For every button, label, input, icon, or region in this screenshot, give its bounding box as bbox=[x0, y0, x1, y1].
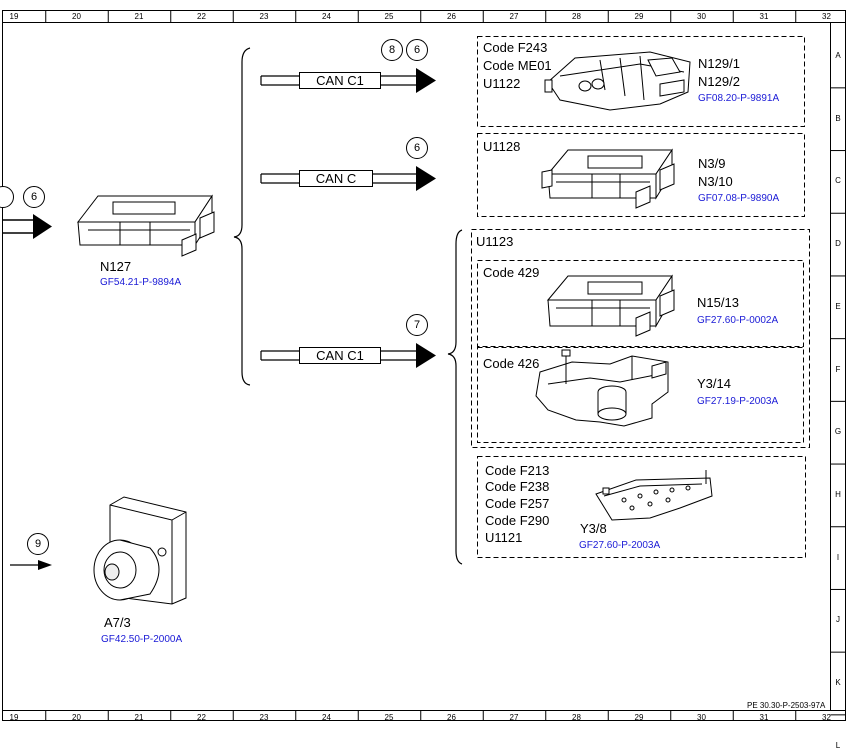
bus1-circle-b: 6 bbox=[406, 39, 428, 61]
row-letter: D bbox=[835, 239, 841, 249]
y3-14-valve-drawing bbox=[535, 349, 669, 427]
row-letter: F bbox=[835, 364, 841, 374]
a73-connector-circle: 9 bbox=[27, 533, 49, 555]
column-number-bot: 26 bbox=[447, 713, 456, 722]
column-number-bot: 32 bbox=[822, 713, 831, 722]
column-number-top: 24 bbox=[322, 12, 331, 21]
box3-sub2-ref-link[interactable]: GF27.19-P-2003A bbox=[697, 396, 779, 407]
row-letter: K bbox=[835, 678, 841, 687]
document-reference: PE 30.30-P-2503-97A bbox=[747, 701, 826, 710]
box2-part-1: N3/9 bbox=[698, 156, 726, 171]
bus3-circle: 7 bbox=[406, 314, 428, 336]
column-number-top: 28 bbox=[572, 12, 581, 21]
column-number-top: 21 bbox=[134, 12, 144, 21]
bus1-circle-a: 8 bbox=[381, 39, 403, 61]
column-number-bot: 29 bbox=[634, 713, 644, 722]
column-number-top: 20 bbox=[72, 12, 81, 21]
box4-code-4: Code F290 bbox=[485, 513, 550, 528]
column-number-bot: 31 bbox=[759, 713, 769, 722]
n127-control-unit-drawing bbox=[76, 194, 215, 257]
column-number-top: 29 bbox=[634, 12, 644, 21]
box3-sub2-part: Y3/14 bbox=[697, 376, 731, 391]
row-letter: I bbox=[836, 552, 840, 562]
column-number-bot: 20 bbox=[72, 713, 81, 722]
n127-ref-link[interactable]: GF54.21-P-9894A bbox=[100, 277, 182, 288]
box1-code-1: Code F243 bbox=[483, 40, 548, 55]
box1-code-2: Code ME01 bbox=[483, 58, 552, 73]
column-number-top: 23 bbox=[259, 12, 269, 21]
row-letter: A bbox=[835, 51, 841, 60]
box3-sub1-part: N15/13 bbox=[697, 295, 739, 310]
column-number-bot: 28 bbox=[572, 713, 581, 722]
a73-input-arrow bbox=[10, 560, 52, 570]
box4-code-2: Code F238 bbox=[485, 479, 550, 494]
row-letter: C bbox=[835, 176, 841, 186]
column-number-top: 19 bbox=[9, 12, 19, 21]
column-number-bot: 24 bbox=[322, 713, 331, 722]
box3-title: U1123 bbox=[476, 234, 514, 249]
row-letter: G bbox=[834, 427, 842, 437]
n3-control-unit-drawing bbox=[541, 148, 675, 209]
column-number-bot: 19 bbox=[9, 713, 19, 722]
a73-pump-unit-drawing bbox=[93, 496, 187, 605]
bus-can-c: CAN C bbox=[299, 170, 373, 187]
box4-code-1: Code F213 bbox=[485, 463, 550, 478]
column-number-top: 30 bbox=[697, 12, 706, 21]
bus-can-c1-top: CAN C1 bbox=[299, 72, 381, 89]
column-number-top: 22 bbox=[197, 12, 206, 21]
box1-part-2: N129/2 bbox=[698, 74, 740, 89]
box2-ref-link[interactable]: GF07.08-P-9890A bbox=[698, 193, 780, 204]
row-letter: J bbox=[836, 615, 840, 625]
box4-code-3: Code F257 bbox=[485, 496, 550, 511]
column-number-top: 32 bbox=[822, 12, 831, 21]
n15-control-unit-drawing bbox=[546, 274, 675, 337]
row-letter: L bbox=[835, 740, 841, 750]
a73-ref-link[interactable]: GF42.50-P-2000A bbox=[101, 634, 183, 645]
column-number-bot: 21 bbox=[134, 713, 144, 722]
dashed-group-boxes bbox=[471, 36, 810, 558]
box1-code-3: U1122 bbox=[483, 76, 521, 91]
row-letter: H bbox=[835, 489, 841, 499]
sheet-frame bbox=[2, 10, 846, 721]
box1-ref-link[interactable]: GF08.20-P-9891A bbox=[698, 93, 780, 104]
branch-brace-u1123 bbox=[447, 229, 463, 565]
column-number-bot: 22 bbox=[197, 713, 206, 722]
n127-label: N127 bbox=[100, 259, 132, 274]
column-number-bot: 23 bbox=[259, 713, 269, 722]
box2-code-1: U1128 bbox=[483, 139, 521, 154]
a73-label: A7/3 bbox=[104, 615, 131, 630]
bus-can-c1-bottom: CAN C1 bbox=[299, 347, 381, 364]
box3-sub2-code: Code 426 bbox=[483, 356, 540, 371]
n127-connector-circle: 6 bbox=[23, 186, 45, 208]
column-number-bot: 25 bbox=[384, 713, 394, 722]
column-number-bot: 30 bbox=[697, 713, 706, 722]
column-number-top: 26 bbox=[447, 12, 456, 21]
box4-code-5: U1121 bbox=[485, 530, 523, 545]
branch-brace-main bbox=[233, 47, 251, 386]
box3-sub1-ref-link[interactable]: GF27.60-P-0002A bbox=[697, 315, 779, 326]
box4-part: Y3/8 bbox=[580, 521, 607, 536]
column-number-bot: 27 bbox=[509, 713, 519, 722]
column-number-top: 25 bbox=[384, 12, 394, 21]
bus2-circle: 6 bbox=[406, 137, 428, 159]
box4-ref-link[interactable]: GF27.60-P-2003A bbox=[579, 540, 661, 551]
box1-part-1: N129/1 bbox=[698, 56, 740, 71]
row-letter: E bbox=[835, 301, 841, 311]
box3-sub1-code: Code 429 bbox=[483, 265, 540, 280]
n129-module-drawing bbox=[544, 51, 691, 111]
y3-8-plate-drawing bbox=[595, 470, 713, 521]
box2-part-2: N3/10 bbox=[698, 174, 733, 189]
row-letter: B bbox=[835, 113, 841, 123]
bus-lines bbox=[260, 68, 436, 368]
column-number-top: 27 bbox=[509, 12, 519, 21]
column-number-top: 31 bbox=[759, 12, 769, 21]
n127-input-arrow bbox=[2, 214, 52, 239]
